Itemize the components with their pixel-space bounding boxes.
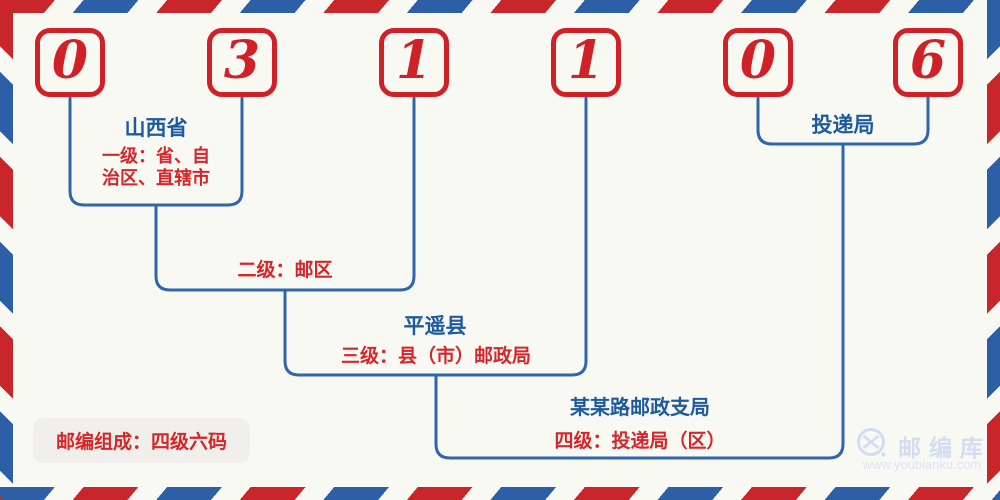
digit-box-3: 1 (379, 28, 449, 97)
digit-value-1: 0 (51, 29, 89, 91)
digit-value-4: 1 (567, 29, 605, 91)
watermark-site-url: www.youbianku.com (862, 457, 982, 472)
digit-box-1: 0 (35, 28, 105, 97)
province-name: 山西省 (124, 117, 188, 140)
county-name: 平遥县 (403, 315, 467, 338)
site-watermark: 邮编库 www.youbianku.com (852, 424, 992, 476)
watermark-brand: 邮编库 (898, 435, 991, 461)
composition-note: 邮编组成：四级六码 (55, 432, 227, 453)
branch-office-name: 某某路邮政支局 (570, 397, 710, 419)
level1-description-line1: 一级：省、自 (102, 146, 210, 166)
composition-badge: 邮编组成：四级六码 (33, 418, 250, 463)
digit-box-5: 0 (723, 28, 793, 97)
delivery-office-name: 投递局 (811, 114, 875, 137)
digit-value-3: 1 (395, 29, 433, 91)
level1-description-line2: 治区、直辖市 (102, 168, 210, 188)
level1-description: 一级：省、自 治区、直辖市 (56, 145, 256, 189)
airmail-border-right (987, 0, 1000, 500)
digit-box-4: 1 (551, 28, 621, 97)
digit-value-2: 3 (223, 29, 261, 91)
digit-value-6: 6 (909, 29, 947, 91)
level3-description: 三级：县（市）邮政局 (340, 346, 531, 367)
airmail-border-left (0, 0, 13, 500)
airmail-border-bottom (0, 487, 1000, 500)
envelope-circle-icon (857, 428, 886, 457)
digit-box-2: 3 (207, 28, 277, 97)
digit-box-6: 6 (893, 28, 963, 97)
airmail-border-top (0, 0, 1000, 13)
level4-description: 四级：投递局（区） (554, 431, 726, 452)
level2-description: 二级：邮区 (237, 260, 333, 281)
digit-value-5: 0 (739, 29, 777, 91)
